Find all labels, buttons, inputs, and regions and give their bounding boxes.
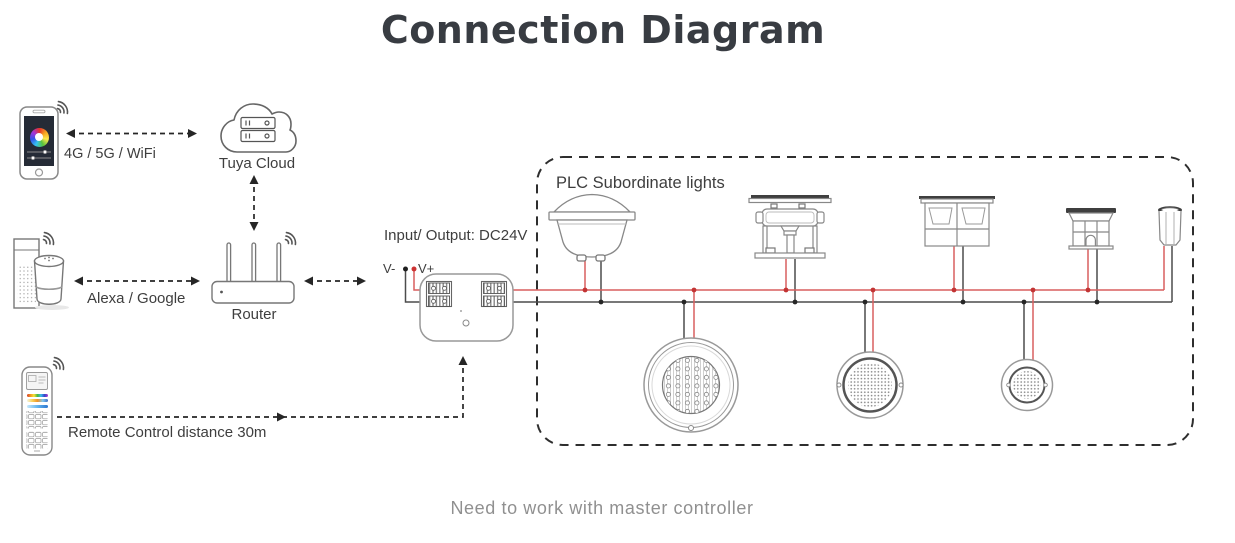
spot-inground-light-icon <box>1158 206 1182 246</box>
remote-control-icon <box>21 356 66 456</box>
bracket-pool-light-icon <box>748 195 832 259</box>
tuya-cloud-label: Tuya Cloud <box>218 155 296 172</box>
terminal-dot-positive <box>411 266 417 272</box>
plc-boundary-box <box>536 156 1194 446</box>
page-title: Connection Diagram <box>380 8 826 52</box>
small-round-pool-light-icon <box>1000 358 1054 412</box>
remote-blue-bar-icon <box>26 404 48 408</box>
terminal-dot-negative <box>403 266 408 272</box>
medium-round-pool-light-icon <box>836 351 904 419</box>
terminal-block-right <box>480 280 508 308</box>
terminal-block-left <box>425 280 453 308</box>
plc-group-label: PLC Subordinate lights <box>556 174 725 192</box>
wifi-waves-icon <box>52 356 66 371</box>
large-round-pool-light-icon <box>643 337 739 433</box>
wifi-waves-icon <box>42 231 56 246</box>
router-label: Router <box>231 306 277 323</box>
assistant-link-label: Alexa / Google <box>87 290 186 307</box>
recessed-pool-light-icon <box>919 196 995 247</box>
remote-distance-label: Remote Control distance 30m <box>68 424 267 441</box>
router-controller-arrow <box>304 276 366 286</box>
terminal-positive-label: V+ <box>418 261 435 276</box>
cloud-router-arrow <box>249 175 259 231</box>
remote-controller-arrow <box>57 356 468 422</box>
mini-inground-light-icon <box>1066 208 1116 250</box>
terminal-negative-label: V- <box>383 261 396 276</box>
remote-warm-bar-icon <box>26 399 48 403</box>
footer-note: Need to work with master controller <box>450 498 754 518</box>
par56-pool-light-icon <box>548 193 636 262</box>
power-bus-red <box>413 246 1165 361</box>
junction-dots <box>582 287 1100 305</box>
phone-cloud-arrow <box>66 129 197 138</box>
wifi-waves-icon <box>284 231 298 246</box>
speakers-router-arrow <box>74 276 200 286</box>
smart-speakers-icon <box>13 231 69 310</box>
power-bus-black <box>404 246 1173 361</box>
remote-rainbow-bar-icon <box>26 393 48 397</box>
router-icon <box>211 231 298 304</box>
controller-io-label: Input/ Output: DC24V <box>384 227 528 244</box>
controller-unit-icon <box>403 266 514 342</box>
wifi-waves-icon <box>56 100 70 115</box>
tuya-cloud-icon <box>220 103 297 153</box>
cloud-server-icon <box>240 116 276 143</box>
color-wheel-app-icon <box>29 127 49 147</box>
wireless-link-label: 4G / 5G / WiFi <box>64 146 156 162</box>
